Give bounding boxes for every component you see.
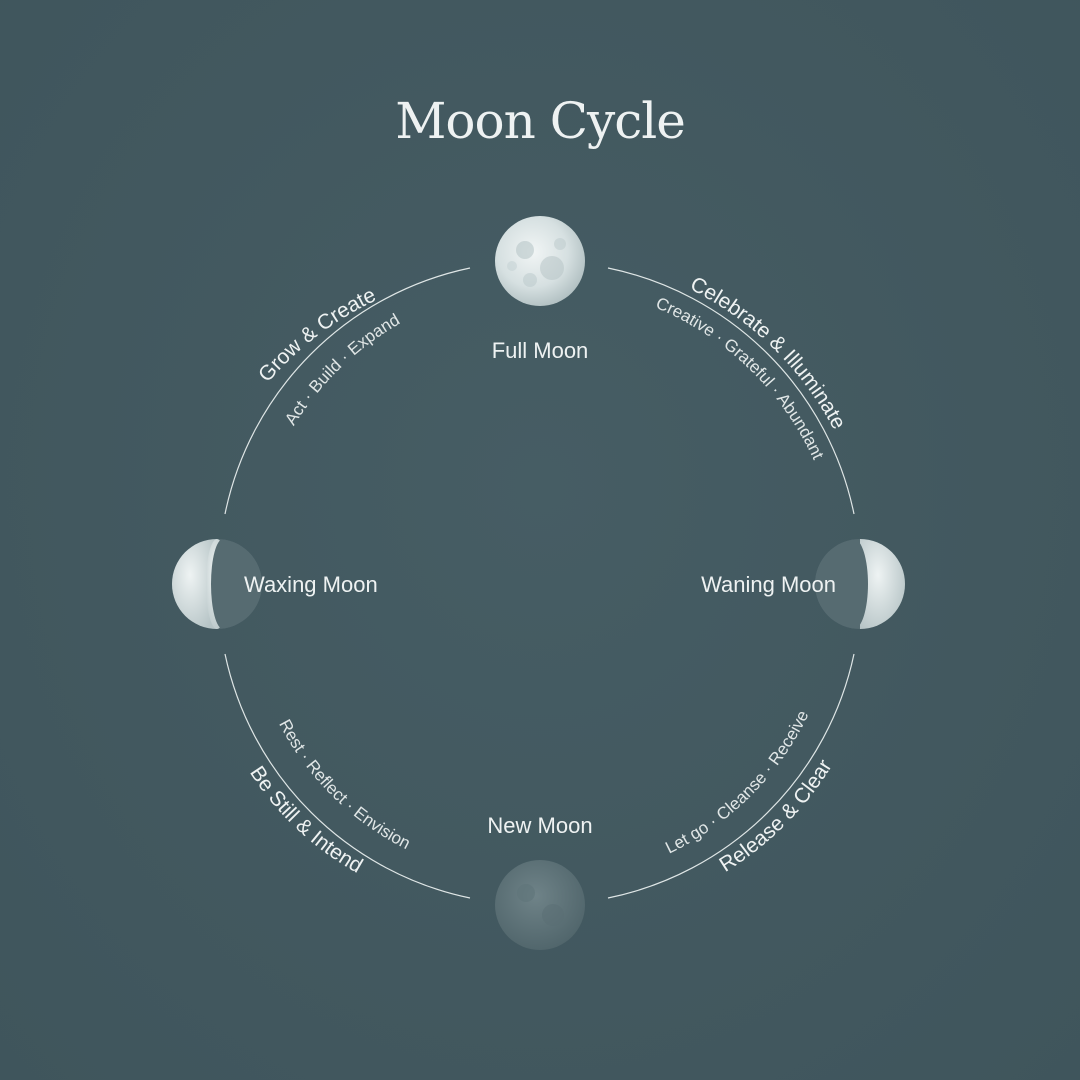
new-moon-icon: [495, 860, 585, 950]
arc-top-right: [607, 267, 855, 515]
page-title: Moon Cycle: [395, 92, 685, 150]
arc-bottom-right: [607, 653, 855, 899]
waning-moon-label: Waning Moon: [701, 572, 836, 597]
arc-words-release-text: Let go · Cleanse · Receive: [662, 707, 812, 857]
full-moon-icon: [495, 216, 585, 306]
arc-bottom-left: [224, 653, 471, 899]
arc-title-celebrate: Celebrate & Illuminate: [687, 272, 851, 433]
arc-title-still: Be Still & Intend: [245, 762, 366, 878]
arc-title-still-text: Be Still & Intend: [245, 762, 366, 878]
waning-moon-icon: [815, 539, 905, 629]
arc-top-left: [224, 267, 471, 515]
cycle-ring: [224, 267, 855, 899]
full-moon-label: Full Moon: [492, 338, 589, 363]
arc-words-release: Let go · Cleanse · Receive: [662, 707, 812, 857]
waxing-moon-icon: [172, 539, 262, 629]
waxing-moon-label: Waxing Moon: [244, 572, 378, 597]
arc-title-celebrate-text: Celebrate & Illuminate: [687, 272, 851, 433]
new-moon-label: New Moon: [487, 813, 592, 838]
